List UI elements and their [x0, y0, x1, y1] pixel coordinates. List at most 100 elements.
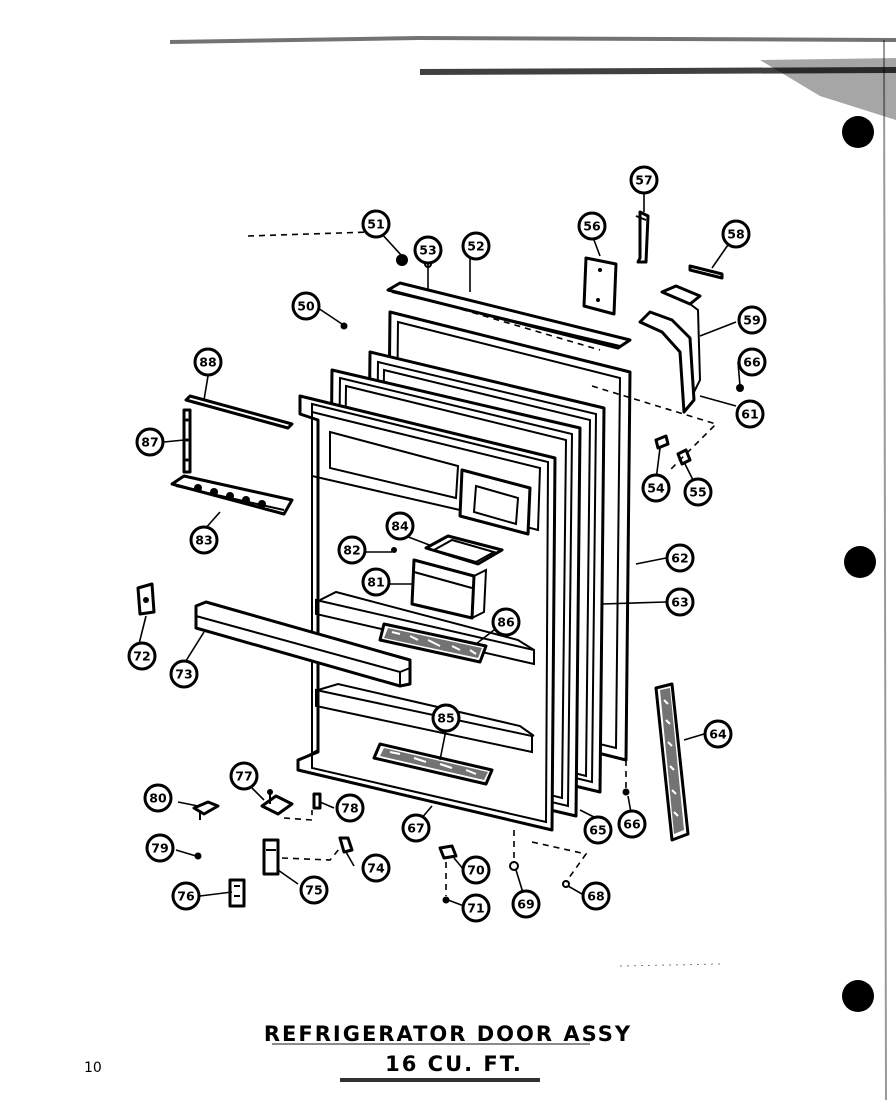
leader-lines	[137, 192, 741, 907]
callout-62: 62	[665, 543, 695, 573]
part-72-latch	[136, 582, 156, 616]
part-73-door-handle	[194, 600, 412, 688]
callout-86: 86	[491, 607, 521, 637]
hardware-top	[340, 254, 744, 466]
page-number: 10	[84, 1060, 102, 1076]
svg-text:53: 53	[419, 243, 436, 258]
svg-text:68: 68	[587, 889, 604, 904]
part-84-dispenser-cover	[424, 534, 504, 566]
svg-text:51: 51	[367, 217, 384, 232]
callout-53: 53	[413, 235, 443, 265]
svg-text:52: 52	[467, 239, 484, 254]
callout-56: 56	[577, 211, 607, 241]
callout-58: 58	[721, 219, 751, 249]
part-58-shim	[688, 264, 724, 280]
callout-88: 88	[193, 347, 223, 377]
svg-text:86: 86	[497, 615, 515, 630]
callout-81: 81	[361, 567, 391, 597]
part-82-screw	[391, 547, 397, 553]
svg-text:69: 69	[517, 897, 534, 912]
callout-63: 63	[665, 587, 695, 617]
callout-73: 73	[169, 659, 199, 689]
svg-text:66: 66	[623, 817, 641, 832]
svg-text:75: 75	[305, 883, 322, 898]
callout-80: 80	[143, 783, 173, 813]
svg-text:84: 84	[391, 519, 409, 534]
callout-87: 87	[135, 427, 165, 457]
callout-71: 71	[461, 893, 491, 923]
part-86-shelf-insert	[378, 622, 488, 664]
part-67-inner-door-liner	[296, 394, 557, 832]
callout-64: 64	[703, 719, 733, 749]
part-87-side-rail	[182, 408, 192, 474]
svg-text:65: 65	[589, 823, 606, 838]
callout-72: 72	[127, 641, 157, 671]
callout-66-bottom: 66	[617, 809, 647, 839]
hardware-bottom	[192, 788, 630, 908]
part-83-control-housing	[170, 474, 294, 516]
callout-79: 79	[145, 833, 175, 863]
svg-text:78: 78	[341, 801, 358, 816]
svg-text:79: 79	[151, 841, 168, 856]
svg-text:70: 70	[467, 863, 485, 878]
part-81-butter-compartment	[410, 558, 488, 620]
part-52-top-cap	[386, 281, 632, 350]
svg-text:88: 88	[199, 355, 216, 370]
callout-55: 55	[683, 477, 713, 507]
svg-text:87: 87	[141, 435, 158, 450]
svg-text:77: 77	[235, 769, 252, 784]
callout-50: 50	[291, 291, 321, 321]
binder-hole-top	[842, 116, 874, 148]
callout-82: 82	[337, 535, 367, 565]
svg-text:56: 56	[583, 219, 601, 234]
callout-69: 69	[511, 889, 541, 919]
callout-51: 51	[361, 209, 391, 239]
part-88-retainer-bar	[184, 394, 294, 430]
svg-text:59: 59	[743, 313, 760, 328]
diagram-title: REFRIGERATOR DOOR ASSY	[263, 1022, 633, 1046]
svg-text:63: 63	[671, 595, 688, 610]
callout-65: 65	[583, 815, 613, 845]
callout-68: 68	[581, 881, 611, 911]
svg-text:80: 80	[149, 791, 167, 806]
callout-70: 70	[461, 855, 491, 885]
assembly-dash-lines	[281, 385, 718, 896]
svg-text:66: 66	[743, 355, 761, 370]
svg-text:72: 72	[133, 649, 150, 664]
svg-text:58: 58	[727, 227, 744, 242]
svg-text:55: 55	[689, 485, 706, 500]
svg-text:73: 73	[175, 667, 192, 682]
svg-text:64: 64	[709, 727, 727, 742]
leader-dash	[429, 299, 601, 351]
svg-text:82: 82	[343, 543, 360, 558]
callout-54: 54	[641, 473, 671, 503]
svg-text:81: 81	[367, 575, 384, 590]
callout-66-top: 66	[737, 347, 767, 377]
svg-text:61: 61	[741, 407, 758, 422]
svg-text:76: 76	[177, 889, 195, 904]
svg-text:62: 62	[671, 551, 688, 566]
callout-52: 52	[461, 231, 491, 261]
scan-noise	[169, 35, 896, 1101]
callout-84: 84	[385, 511, 415, 541]
diagram-subtitle: 16 CU. FT.	[385, 1052, 523, 1076]
svg-text:74: 74	[367, 861, 385, 876]
callout-75: 75	[299, 875, 329, 905]
callout-83: 83	[189, 525, 219, 555]
part-57-hinge-pin	[635, 210, 650, 264]
callout-61: 61	[735, 399, 765, 429]
callout-67: 67	[401, 813, 431, 843]
svg-text:67: 67	[407, 821, 424, 836]
binder-hole-bottom	[842, 980, 874, 1012]
callout-74: 74	[361, 853, 391, 883]
callout-85: 85	[431, 703, 461, 733]
svg-text:71: 71	[467, 901, 484, 916]
callout-78: 78	[335, 793, 365, 823]
callout-57: 57	[629, 165, 659, 195]
binder-hole-middle	[844, 546, 876, 578]
svg-text:50: 50	[297, 299, 315, 314]
part-56-hinge-plate	[582, 256, 618, 316]
svg-text:54: 54	[647, 481, 665, 496]
